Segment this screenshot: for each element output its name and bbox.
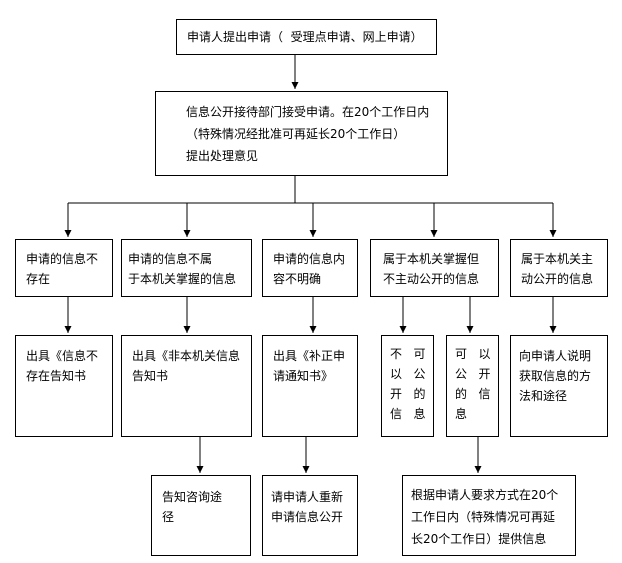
final-reapply-box: 请申请人重新 申请信息公开 bbox=[262, 475, 358, 556]
final-provide-info-line1: 根据申请人要求方式在20个 bbox=[411, 488, 559, 502]
start-text: 申请人提出申请（ 受理点申请、网上申请） bbox=[187, 30, 423, 44]
category-not-held-box: 申请的信息不属 于本机关掌握的信息 bbox=[121, 239, 252, 297]
result-disclosable-text: 可 以 公 开 的 信 息 bbox=[455, 347, 491, 421]
category-not-exist-box: 申请的信息不 存在 bbox=[15, 239, 113, 297]
result-not-disclosable-text: 不 可 以 公 开 的 信 息 bbox=[390, 347, 426, 421]
result-not-held-notice-text: 出具《非本机关信息 告知书 bbox=[132, 349, 241, 383]
final-provide-info-box: 根据申请人要求方式在20个 工作日内（特殊情况可再延 长20个工作日）提供信息 bbox=[402, 475, 576, 556]
accept-text-line3: 提出处理意见 bbox=[186, 149, 259, 163]
category-unclear-box: 申请的信息内 容不明确 bbox=[262, 239, 358, 297]
final-provide-info-line2: 工作日内（特殊情况可再延 bbox=[411, 510, 556, 524]
final-reapply-text: 请申请人重新 申请信息公开 bbox=[271, 490, 344, 524]
category-not-held-text: 申请的信息不属 于本机关掌握的信息 bbox=[128, 252, 237, 286]
category-public-text: 属于本机关主 动公开的信息 bbox=[521, 252, 594, 286]
result-not-exist-notice-box: 出具《信息不 存在告知书 bbox=[15, 335, 113, 437]
result-not-held-notice-box: 出具《非本机关信息 告知书 bbox=[121, 335, 252, 437]
result-correction-notice-text: 出具《补正申 请通知书》 bbox=[273, 349, 346, 383]
result-correction-notice-box: 出具《补正申 请通知书》 bbox=[262, 335, 358, 437]
category-held-not-public-text: 属于本机关掌握但 不主动公开的信息 bbox=[383, 252, 480, 286]
accept-text-line1: 信息公开接待部门接受申请。在20个工作日内 bbox=[186, 105, 430, 119]
start-box: 申请人提出申请（ 受理点申请、网上申请） bbox=[176, 19, 437, 55]
category-not-exist-text: 申请的信息不 存在 bbox=[26, 252, 99, 286]
result-explain-method-text: 向申请人说明 获取信息的方 法和途径 bbox=[519, 349, 592, 403]
accept-box: 信息公开接待部门接受申请。在20个工作日内 （特殊情况经批准可再延长20个工作日… bbox=[155, 91, 448, 176]
final-inform-channel-box: 告知咨询途 径 bbox=[151, 475, 251, 556]
accept-text-line2: （特殊情况经批准可再延长20个工作日） bbox=[186, 127, 406, 141]
result-not-exist-notice-text: 出具《信息不 存在告知书 bbox=[26, 349, 99, 383]
final-inform-channel-text: 告知咨询途 径 bbox=[162, 490, 223, 524]
category-unclear-text: 申请的信息内 容不明确 bbox=[273, 252, 346, 286]
result-disclosable-box: 可 以 公 开 的 信 息 bbox=[446, 335, 499, 437]
category-held-not-public-box: 属于本机关掌握但 不主动公开的信息 bbox=[370, 239, 499, 297]
final-provide-info-line3: 长20个工作日）提供信息 bbox=[411, 532, 547, 546]
result-not-disclosable-box: 不 可 以 公 开 的 信 息 bbox=[381, 335, 434, 437]
result-explain-method-box: 向申请人说明 获取信息的方 法和途径 bbox=[510, 335, 608, 437]
category-public-box: 属于本机关主 动公开的信息 bbox=[510, 239, 608, 297]
